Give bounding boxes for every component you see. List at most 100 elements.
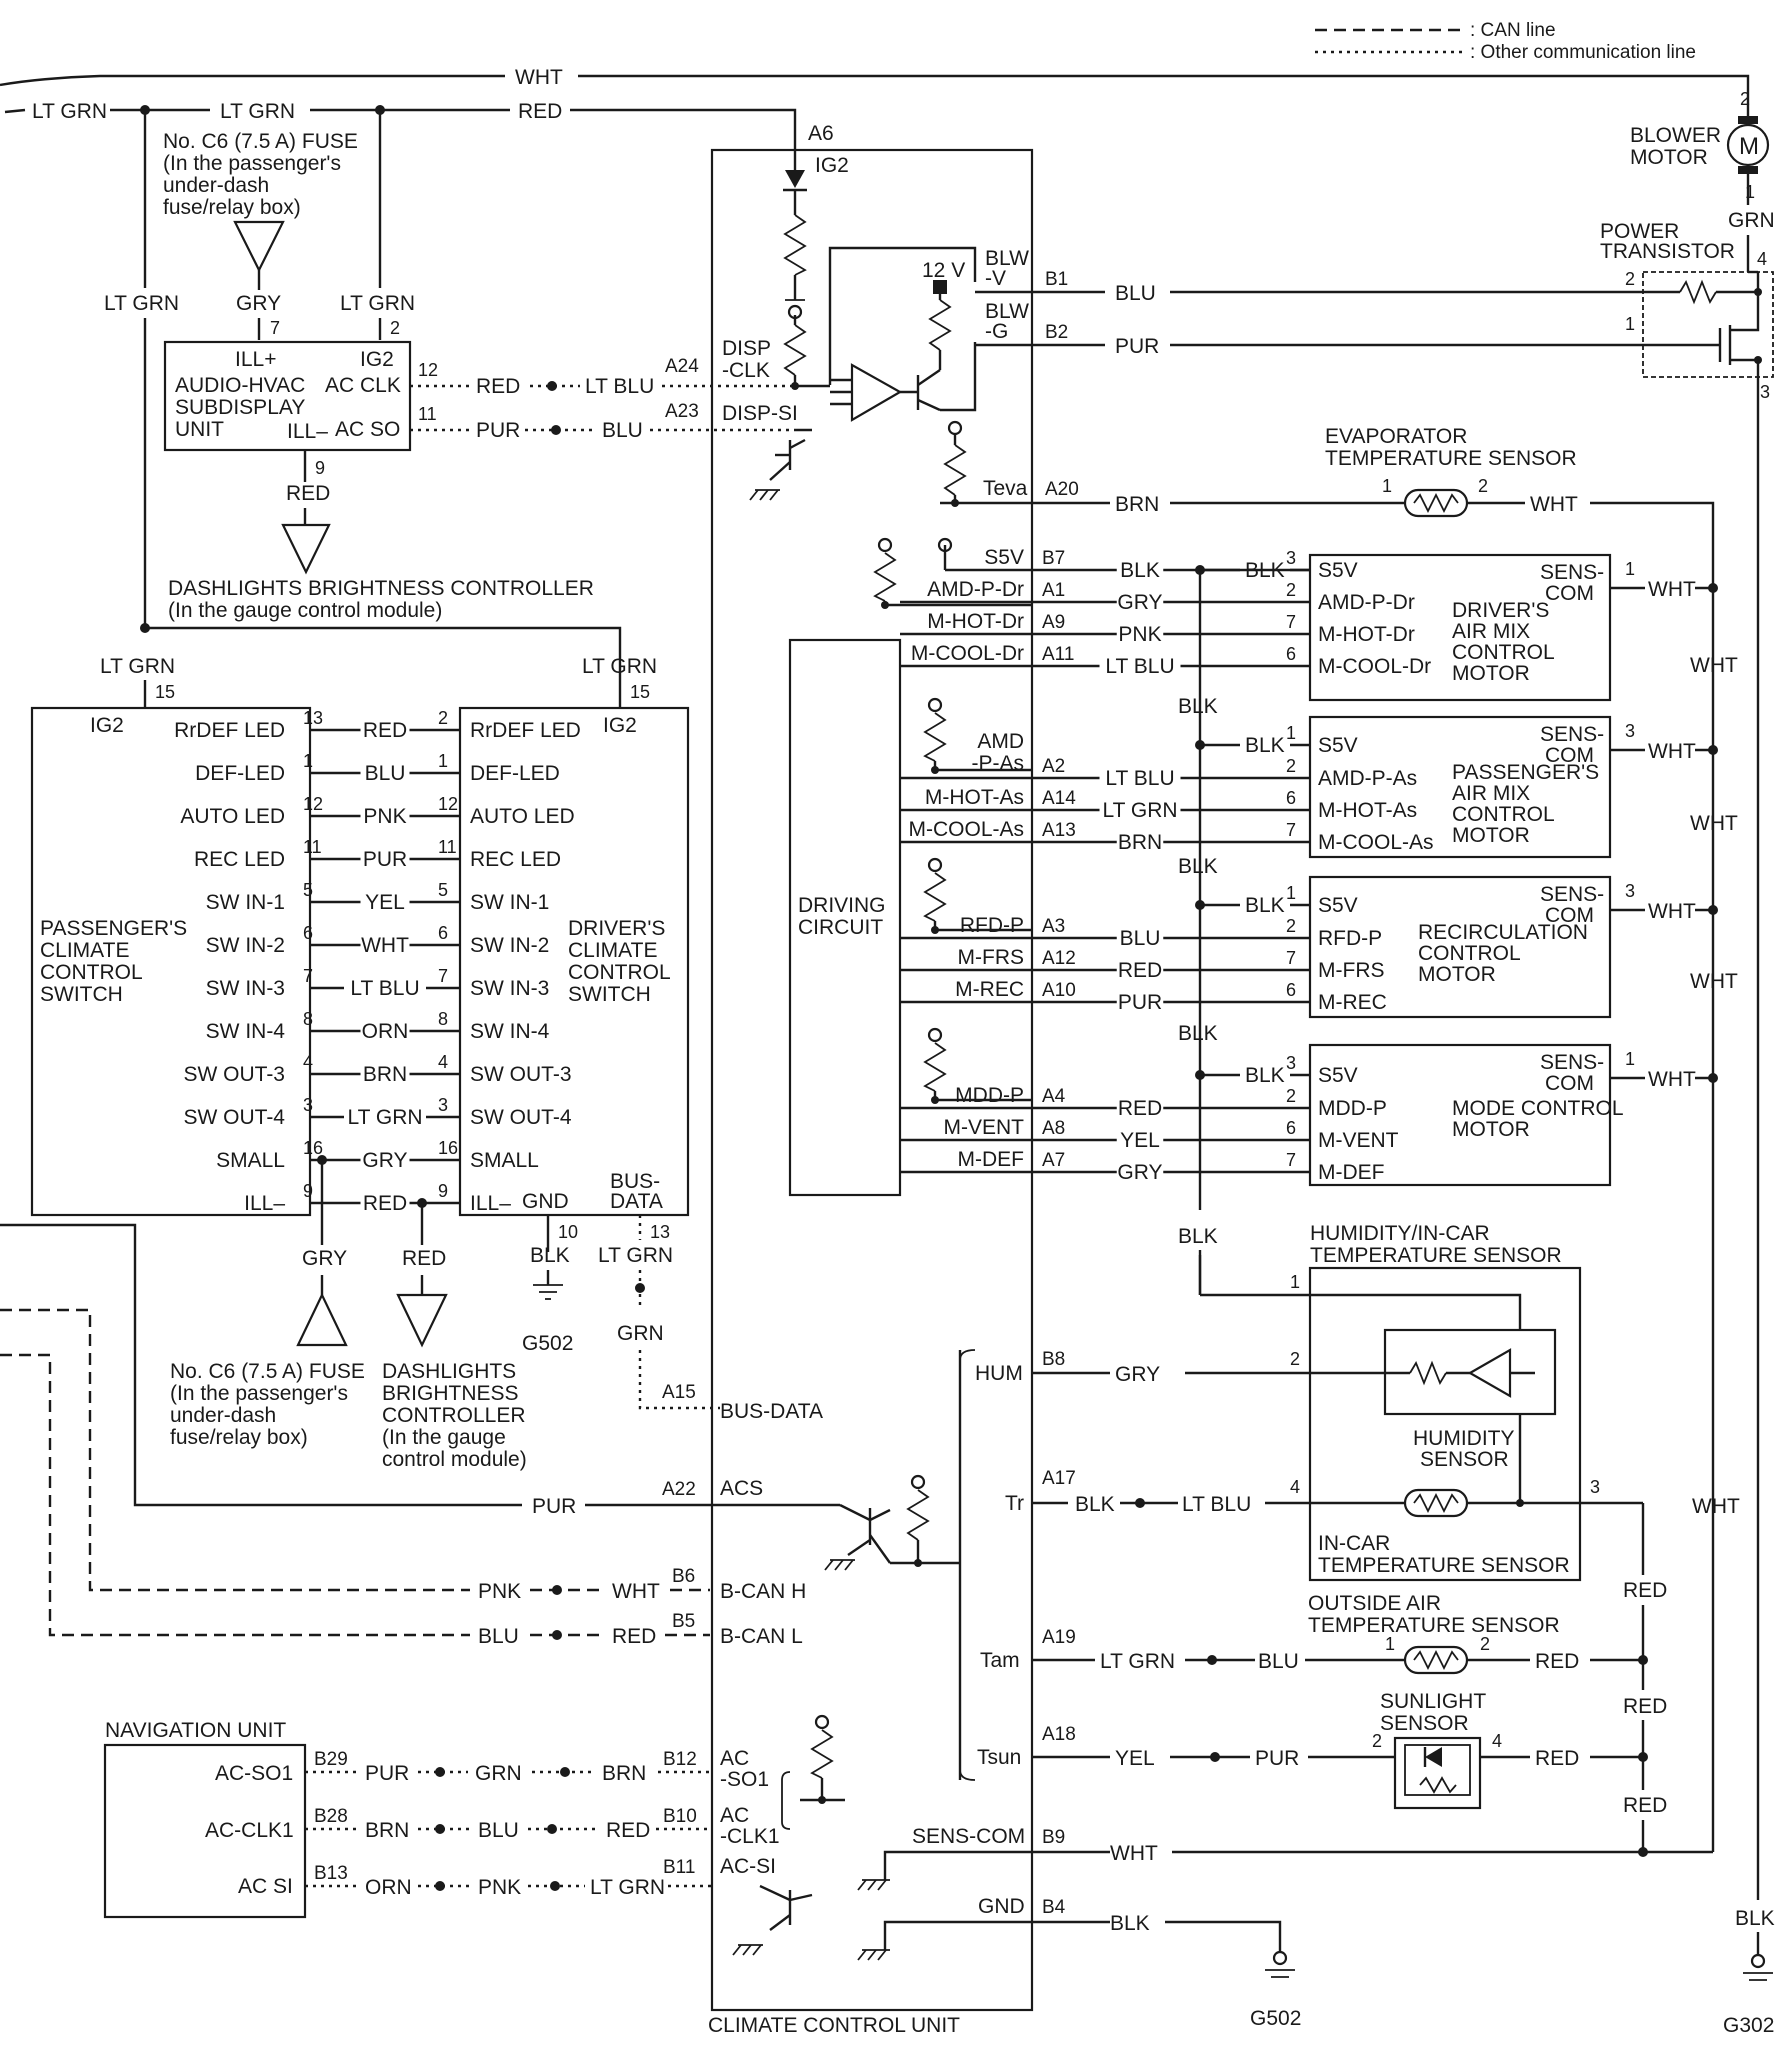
resistor-icon [943, 444, 967, 496]
connector-dot [435, 1881, 445, 1891]
hum-pin3: 3 [1590, 1477, 1600, 1497]
pass-switch-num: 5 [303, 880, 313, 900]
motor-wire-label: GRY [1117, 1161, 1162, 1184]
nav-acso1: AC-SO1 [215, 1762, 293, 1785]
resistor-icon [1409, 1360, 1447, 1386]
motor-sens-pin: 1 [1625, 1049, 1635, 1069]
motor-pin-label: M-DEF [1318, 1161, 1385, 1184]
drv-switch-num: 2 [438, 708, 448, 728]
motor-name: RECIRCULATION [1418, 921, 1588, 944]
pullup-icon [787, 304, 803, 320]
junction [1708, 583, 1718, 593]
ccu-a18: A18 [1042, 1724, 1076, 1745]
pur-b2: PUR [1115, 335, 1159, 358]
pass-switch-pin: DEF-LED [195, 762, 285, 785]
ccu-motor-pin-label: M-COOL-As [909, 818, 1025, 841]
red-top-label: RED [518, 100, 562, 123]
motor-blk: BLK [1245, 559, 1285, 582]
pass-switch-num: 16 [303, 1138, 323, 1158]
connector-dot [551, 425, 561, 435]
ccu-tr: Tr [1005, 1492, 1024, 1515]
junction [1708, 905, 1718, 915]
nav-w2b: BLU [478, 1819, 519, 1842]
pass-switch-num: 11 [303, 837, 322, 857]
ltgrn-left-label: LT GRN [104, 292, 179, 315]
connector-dot [547, 381, 557, 391]
motor-pin-num: 7 [1286, 612, 1296, 632]
ccu-a15: A15 [662, 1382, 696, 1403]
motor-senscom: COM [1545, 904, 1594, 927]
rail-wht: WHT [1690, 970, 1738, 993]
ccu-motor-pin-label: M-VENT [944, 1116, 1025, 1139]
ccu-driving1: DRIVING [798, 894, 886, 917]
motor-name: PASSENGER'S [1452, 761, 1599, 784]
motor-pin-num: 3 [1286, 1053, 1296, 1073]
pass-name1: PASSENGER'S [40, 917, 187, 940]
pullup-icon [947, 420, 963, 436]
evap-name1: EVAPORATOR [1325, 425, 1467, 448]
nav-box [103, 1743, 307, 1919]
wire [781, 1771, 791, 1830]
motor-pin-num: 2 [1286, 1086, 1296, 1106]
drv-switch-pin: SW IN-4 [470, 1020, 550, 1043]
ccu-motor-pin-label: AMD-P-Dr [927, 578, 1024, 601]
resistor-icon [1419, 1776, 1457, 1794]
motor-senscom: SENS- [1540, 561, 1604, 584]
ccu-motor-pin-num: A11 [1042, 644, 1074, 665]
gnd-wire [883, 1920, 1110, 1950]
resistor-icon [783, 214, 807, 276]
pass-switch-pin: SW IN-4 [206, 1020, 286, 1043]
motor-pin-num: 7 [1286, 820, 1296, 840]
sunlight-sensor-box [1393, 1736, 1482, 1810]
junction [1708, 1073, 1718, 1083]
pt-name2: TRANSISTOR [1600, 240, 1735, 263]
sw-ltgrn-bus: LT GRN [598, 1244, 673, 1267]
hum-pin1: 1 [1290, 1272, 1300, 1292]
pass-switch-pin: SW IN-3 [206, 977, 285, 1000]
junction [1638, 1752, 1648, 1762]
ccu-b5: B5 [672, 1611, 695, 1632]
ground-icon [742, 1944, 752, 1956]
resistor-icon [928, 299, 952, 351]
ground-icon [877, 1879, 887, 1891]
switch-wire-label: LT GRN [347, 1106, 422, 1129]
switch-wire-label: BLU [365, 762, 406, 785]
amplifier-icon [1467, 1348, 1512, 1398]
drv-switch-pin: ILL– [470, 1192, 511, 1215]
motor-pin-num: 6 [1286, 644, 1296, 664]
motor-name: CONTROL [1418, 942, 1521, 965]
evap-pin1: 1 [1382, 476, 1392, 496]
out-name1: OUTSIDE AIR [1308, 1592, 1441, 1615]
drv-switch-pin: SW OUT-3 [470, 1063, 572, 1086]
ccu-motor-pin-label: M-FRS [958, 946, 1025, 969]
evap-name2: TEMPERATURE SENSOR [1325, 447, 1577, 470]
ground-icon [1750, 1953, 1766, 1969]
motor-blk-rail: BLK [1178, 695, 1218, 718]
nav-w1a: PUR [365, 1762, 409, 1785]
pass-switch-pin: RrDEF LED [174, 719, 285, 742]
switch-wire-label: RED [363, 1192, 407, 1215]
drv-switch-pin: SW IN-1 [470, 891, 549, 914]
red-v2: RED [1623, 1695, 1667, 1718]
ccu-motor-pin-label: M-REC [955, 978, 1024, 1001]
passenger-switch-box [30, 706, 312, 1217]
motor-pin-num: 2 [1286, 916, 1296, 936]
ground-icon [732, 1944, 742, 1956]
switch-wire-label: ORN [362, 1020, 409, 1043]
pass-switch-pin: SMALL [216, 1149, 285, 1172]
fuse-top-line1: No. C6 (7.5 A) FUSE [163, 130, 358, 153]
pt-pin4: 4 [1757, 249, 1767, 269]
drv-switch-num: 5 [438, 880, 448, 900]
nav-title: NAVIGATION UNIT [105, 1719, 286, 1742]
blu-b1: BLU [1115, 282, 1156, 305]
wire [940, 342, 977, 412]
sd-ac-clk: AC CLK [325, 374, 401, 397]
transistor-icon [847, 1539, 871, 1556]
sw-grn-bus: GRN [617, 1322, 664, 1345]
ccu-acs: ACS [720, 1477, 763, 1500]
pullup-icon [927, 857, 943, 873]
ccu-a20: A20 [1045, 479, 1079, 500]
ccu-b10: B10 [663, 1806, 697, 1827]
dash-controller-label: DASHLIGHTS BRIGHTNESS CONTROLLER (In the… [168, 577, 594, 622]
dash-controller-icon [281, 523, 331, 575]
